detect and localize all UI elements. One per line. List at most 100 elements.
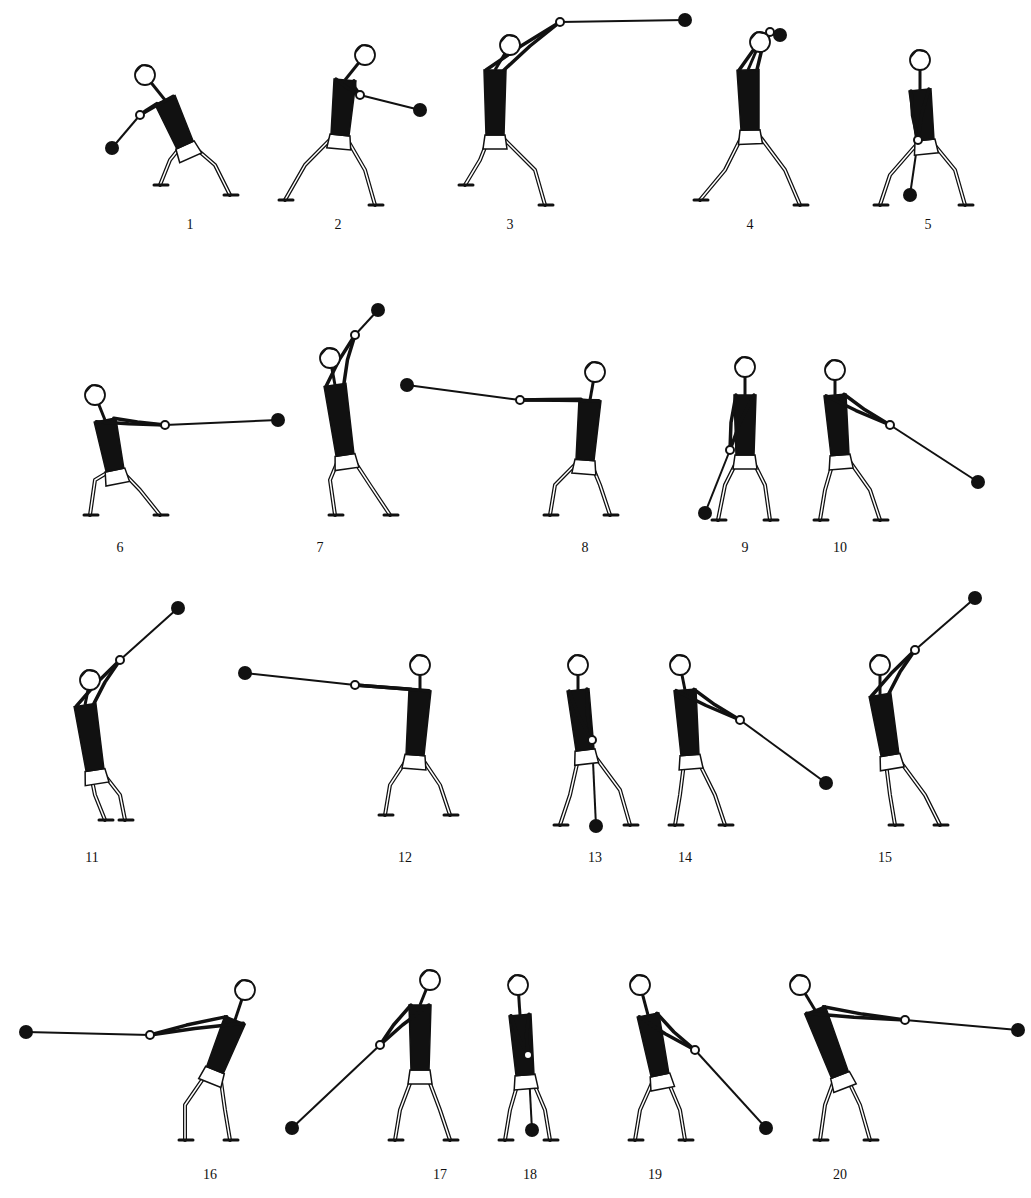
callout-number: 1 bbox=[185, 217, 196, 232]
athlete-figure bbox=[698, 357, 778, 520]
arm bbox=[694, 689, 740, 720]
arm bbox=[730, 395, 754, 450]
hair bbox=[671, 655, 687, 662]
hammer-wire bbox=[695, 1050, 766, 1128]
hammer-ball bbox=[759, 1121, 773, 1135]
hair bbox=[911, 50, 927, 57]
hammer-wire bbox=[120, 608, 178, 660]
hammer-wire bbox=[407, 385, 520, 400]
hammer-handle bbox=[351, 681, 359, 689]
shoe bbox=[279, 199, 293, 202]
hair bbox=[736, 357, 752, 364]
shoe bbox=[539, 204, 553, 207]
hammer-wire bbox=[905, 1020, 1018, 1030]
head bbox=[320, 348, 340, 368]
arm bbox=[355, 685, 429, 691]
hammer-ball bbox=[413, 103, 427, 117]
hammer-handle bbox=[726, 446, 734, 454]
callout-number: 3 bbox=[505, 217, 516, 232]
callout-number: 14 bbox=[676, 850, 694, 865]
head bbox=[508, 975, 528, 995]
vest bbox=[331, 79, 356, 136]
arm bbox=[918, 89, 929, 140]
hammer-ball bbox=[285, 1121, 299, 1135]
arm bbox=[911, 91, 918, 140]
athlete-figure bbox=[19, 980, 255, 1140]
callout-number: 2 bbox=[333, 217, 344, 232]
hammer-ball bbox=[971, 475, 985, 489]
vest bbox=[409, 1005, 431, 1070]
hammer-wire bbox=[26, 1032, 150, 1035]
callout-number: 19 bbox=[646, 1167, 664, 1182]
hammer-handle bbox=[351, 331, 359, 339]
athlete-figure bbox=[554, 655, 638, 833]
hammer-handle bbox=[886, 421, 894, 429]
callout-number: 13 bbox=[586, 850, 604, 865]
shoe bbox=[814, 1139, 828, 1142]
hammer-handle bbox=[161, 421, 169, 429]
shoe bbox=[544, 514, 558, 517]
hair bbox=[791, 975, 807, 982]
hammer-handle bbox=[556, 18, 564, 26]
hammer-handle bbox=[691, 1046, 699, 1054]
arm bbox=[76, 660, 120, 706]
vest bbox=[74, 703, 104, 771]
hair bbox=[586, 362, 602, 369]
hammer-handle bbox=[901, 1016, 909, 1024]
arm bbox=[150, 1023, 243, 1035]
shoe bbox=[384, 514, 398, 517]
hammer-wire bbox=[165, 420, 278, 425]
arm bbox=[889, 650, 915, 694]
hammer-wire bbox=[560, 20, 685, 22]
arm bbox=[344, 335, 355, 384]
head bbox=[85, 385, 105, 405]
shoe bbox=[499, 1139, 513, 1142]
hair bbox=[411, 655, 427, 662]
athlete-figure bbox=[629, 975, 773, 1140]
hair bbox=[501, 35, 517, 42]
vest bbox=[576, 399, 601, 461]
hammer-ball bbox=[698, 506, 712, 520]
hammer-handle bbox=[524, 1051, 532, 1059]
shoe bbox=[669, 824, 683, 827]
shorts bbox=[733, 455, 757, 469]
shoe bbox=[444, 814, 458, 817]
hammer-wire bbox=[292, 1045, 380, 1128]
athlete-figure bbox=[869, 591, 982, 825]
callout-number: 10 bbox=[831, 540, 849, 555]
arm bbox=[520, 398, 599, 402]
head bbox=[568, 655, 588, 675]
head bbox=[235, 980, 255, 1000]
arm bbox=[657, 1013, 695, 1050]
shoe bbox=[544, 1139, 558, 1142]
hammer-handle bbox=[736, 716, 744, 724]
shorts bbox=[829, 454, 853, 470]
vest bbox=[509, 1014, 534, 1076]
shorts bbox=[679, 754, 703, 770]
callout-number: 11 bbox=[83, 850, 100, 865]
vest bbox=[909, 89, 934, 141]
athlete-figure bbox=[459, 13, 692, 205]
athlete-figure bbox=[694, 28, 808, 205]
hair bbox=[871, 655, 887, 662]
hair bbox=[509, 975, 525, 982]
head bbox=[790, 975, 810, 995]
arm bbox=[140, 96, 173, 115]
hammer-handle bbox=[116, 656, 124, 664]
athlete-figure bbox=[790, 975, 1025, 1140]
athlete-figure bbox=[238, 655, 458, 815]
shoe bbox=[224, 1139, 238, 1142]
callout-number: 16 bbox=[201, 1167, 219, 1182]
hammer-ball bbox=[171, 601, 185, 615]
callout-number: 8 bbox=[580, 540, 591, 555]
head bbox=[910, 50, 930, 70]
hammer-handle bbox=[136, 111, 144, 119]
head bbox=[870, 655, 890, 675]
hammer-wire bbox=[915, 598, 975, 650]
hammer-ball bbox=[773, 28, 787, 42]
shoe bbox=[119, 819, 133, 822]
hair bbox=[321, 348, 337, 355]
vest bbox=[869, 693, 899, 756]
callout-number: 20 bbox=[831, 1167, 849, 1182]
